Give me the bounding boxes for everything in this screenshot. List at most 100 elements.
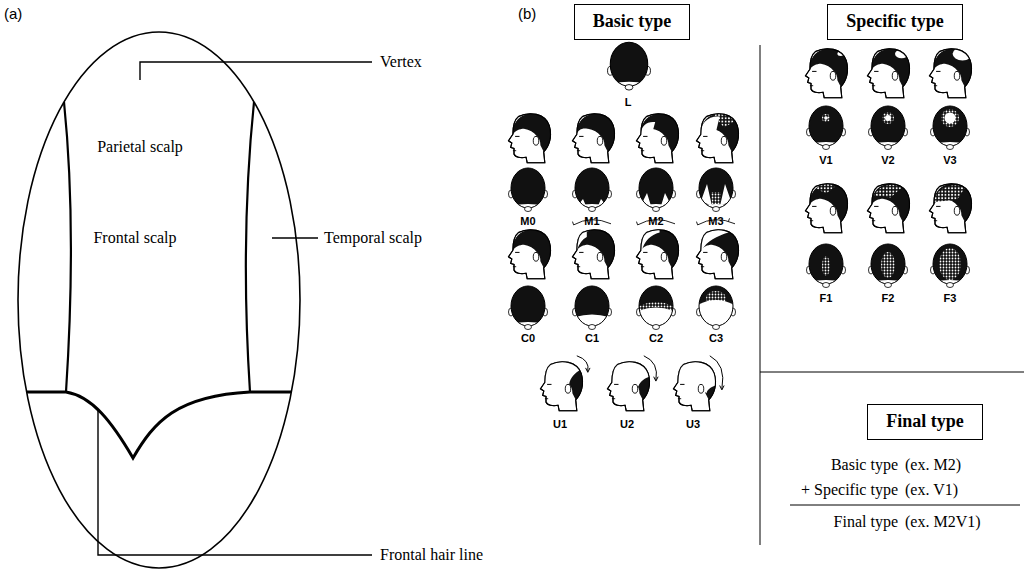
scalp-map (27, 392, 291, 458)
head-top-view (809, 244, 843, 288)
head-side-view (535, 356, 590, 411)
box-title: Final type (886, 411, 964, 433)
head-side-view (586, 368, 590, 372)
text-label: Frontal hair line (380, 546, 483, 564)
head-top-view (639, 286, 673, 330)
head-side-view (868, 183, 911, 233)
head-top-view (636, 286, 676, 330)
type-code: C2 (649, 332, 663, 345)
head-side-view (674, 362, 716, 411)
panel-tag: (b) (518, 5, 536, 22)
head-top-view (806, 106, 846, 150)
type-code: M0 (520, 215, 535, 228)
head-side-view (573, 230, 615, 279)
head-top-view (508, 168, 548, 212)
head-top-view (607, 42, 651, 90)
head-side-view (697, 113, 740, 163)
head-side-view (930, 183, 973, 233)
head-top-view (701, 184, 731, 206)
head-side-view (806, 48, 849, 98)
head-side-view (577, 128, 587, 134)
panel-rules (760, 372, 1024, 373)
panel-tag: (a) (4, 5, 22, 22)
scalp-map (272, 237, 318, 238)
head-side-view (668, 358, 719, 393)
head-top-view (575, 168, 609, 212)
head-top-view (508, 286, 548, 330)
head-top-view (696, 168, 736, 212)
head-top-view (572, 286, 612, 330)
panel-rules (760, 45, 1024, 545)
head-side-view (806, 183, 849, 233)
scalp-map (18, 32, 372, 568)
head-top-view (701, 184, 731, 206)
head-top-view (607, 42, 651, 90)
head-side-view (608, 362, 650, 411)
scalp-map (140, 62, 372, 80)
head-side-view (641, 122, 655, 134)
head-side-view (697, 230, 739, 279)
head-side-view (868, 183, 911, 233)
head-top-view (868, 244, 908, 288)
head-top-view (881, 252, 895, 278)
head-top-view (696, 168, 736, 212)
head-top-view (572, 168, 612, 212)
head-top-view (945, 113, 956, 124)
head-top-view (809, 106, 843, 150)
scalp-map (246, 102, 254, 392)
head-top-view (699, 168, 733, 212)
head-top-view (885, 115, 891, 121)
head-top-view (639, 168, 673, 212)
head-top-view (822, 114, 830, 122)
head-side-view (637, 113, 680, 163)
head-side-view (720, 386, 724, 390)
type-code: V2 (881, 154, 894, 167)
scalp-map (64, 102, 71, 392)
head-top-view (511, 286, 545, 330)
text-label: Temporal scalp (324, 229, 422, 247)
head-top-view (696, 286, 736, 330)
type-code: L (625, 96, 632, 109)
panel-rules (760, 45, 761, 545)
head-side-view (710, 356, 723, 389)
head-side-view (806, 184, 848, 233)
type-code: U1 (553, 418, 567, 431)
head-top-view (930, 244, 970, 288)
head-top-view (933, 244, 967, 288)
head-side-view (637, 113, 680, 163)
head-side-view (697, 114, 739, 163)
head-top-view (711, 192, 721, 204)
head-top-view (636, 286, 676, 330)
head-side-view (637, 114, 679, 163)
head-top-view (930, 106, 970, 150)
head-top-view (868, 106, 908, 150)
text-label: Frontal scalp (93, 229, 176, 247)
head-side-view (573, 229, 616, 279)
head-top-view (933, 106, 967, 150)
panel-rules (790, 505, 1020, 506)
head-side-view (641, 122, 655, 134)
head-top-view (930, 106, 970, 150)
head-side-view (930, 183, 973, 233)
head-top-view (572, 286, 612, 330)
type-code: U3 (686, 418, 700, 431)
type-code: M1 (584, 215, 599, 228)
head-side-view (697, 229, 740, 279)
head-side-view (654, 377, 658, 381)
head-side-view (509, 114, 551, 163)
text-label: Parietal scalp (97, 138, 183, 156)
type-box: Final type (867, 404, 983, 440)
head-side-view (697, 113, 740, 163)
type-code: F3 (944, 292, 957, 305)
scalp-map (98, 410, 372, 555)
type-code: C0 (521, 332, 535, 345)
type-code: C3 (709, 332, 723, 345)
head-top-view (882, 112, 894, 124)
head-side-view (806, 49, 848, 98)
head-top-view (824, 116, 828, 120)
head-top-view (930, 244, 970, 288)
head-top-view (696, 286, 736, 330)
type-code: V3 (943, 154, 956, 167)
head-side-view (930, 184, 972, 233)
type-box: Specific type (827, 4, 962, 40)
